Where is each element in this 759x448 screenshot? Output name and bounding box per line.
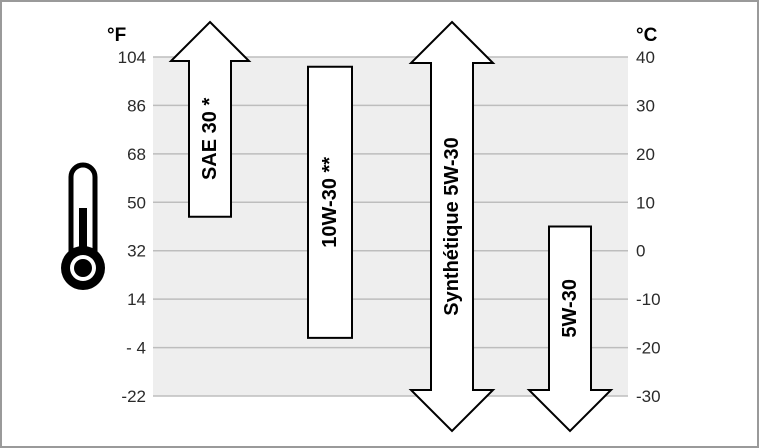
celsius-unit: °C [636, 25, 658, 46]
celsius-tick-label: -30 [636, 387, 661, 406]
oil-bands: SAE 30 * 10W-30 ** Synthétique 5W-30 5W-30 [168, 20, 614, 433]
fahrenheit-tick-label: -22 [121, 387, 146, 406]
celsius-tick-label: -20 [636, 339, 661, 358]
oil-band-arrow [408, 20, 496, 433]
oil-band-label: SAE 30 * [199, 98, 221, 180]
oil-band-arrow [526, 225, 614, 433]
celsius-tick-label: 20 [636, 145, 655, 164]
celsius-tick-label: 40 [636, 48, 655, 67]
oil-band-label: Synthétique 5W-30 [441, 137, 463, 316]
fahrenheit-ticks: 104 86 68 50 32 14 - 4 -22 [118, 48, 146, 406]
fahrenheit-tick-label: 14 [127, 290, 146, 309]
thermometer-icon [61, 162, 105, 290]
fahrenheit-tick-label: 104 [118, 48, 146, 67]
fahrenheit-tick-label: 32 [127, 242, 146, 261]
fahrenheit-tick-label: 86 [127, 96, 146, 115]
celsius-tick-label: 30 [636, 96, 655, 115]
celsius-tick-label: 10 [636, 193, 655, 212]
fahrenheit-unit: °F [107, 25, 126, 46]
fahrenheit-tick-label: 68 [127, 145, 146, 164]
fahrenheit-tick-label: - 4 [126, 339, 146, 358]
celsius-ticks: 40 30 20 10 0 -10 -20 -30 [636, 48, 661, 406]
oil-band-label: 5W-30 [559, 279, 581, 338]
oil-band-arrow [168, 20, 252, 218]
celsius-tick-label: -10 [636, 290, 661, 309]
oil-band-label: 10W-30 ** [319, 157, 341, 248]
fahrenheit-tick-label: 50 [127, 193, 146, 212]
oil-band-arrow [307, 65, 353, 339]
celsius-tick-label: 0 [636, 242, 645, 261]
